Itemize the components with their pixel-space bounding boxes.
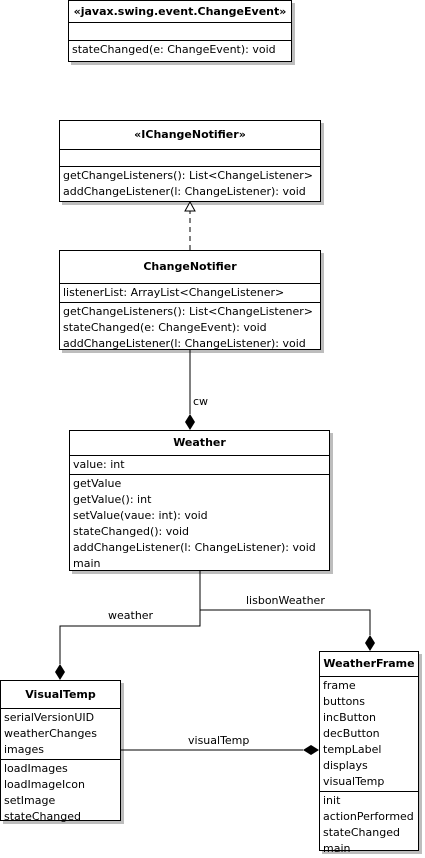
method: addChangeListener(l: ChangeListener): vo… (63, 185, 306, 198)
class-title: «IChangeNotifier» (134, 128, 246, 141)
method: setValue(vaue: int): void (73, 509, 208, 522)
attributes-section: value: int (70, 455, 329, 474)
realization-arrowhead (184, 200, 196, 212)
attribute: displays (323, 759, 368, 772)
method: getChangeListeners(): List<ChangeListene… (63, 169, 313, 182)
methods-section: init actionPerformed stateChanged main (320, 791, 418, 858)
methods-section: getChangeListeners(): List<ChangeListene… (60, 302, 320, 353)
method: loadImageIcon (4, 778, 85, 791)
lisbon-weather-label: lisbonWeather (246, 594, 325, 607)
attribute: listenerList: ArrayList<ChangeListener> (63, 286, 285, 299)
attributes-section (60, 149, 320, 166)
class-weather[interactable]: Weather value: int getValue getValue(): … (69, 430, 330, 571)
attributes-section: frame buttons incButton decButton tempLa… (320, 676, 418, 791)
method: getValue(): int (73, 493, 152, 506)
class-ichange-notifier[interactable]: «IChangeNotifier» getChangeListeners(): … (59, 120, 321, 202)
method: init (323, 794, 341, 807)
method: main (323, 842, 351, 855)
attributes-section (69, 22, 291, 40)
attribute: images (4, 743, 44, 756)
methods-section: stateChanged(e: ChangeEvent): void (69, 40, 291, 59)
class-change-event[interactable]: «javax.swing.event.ChangeEvent» stateCha… (68, 0, 292, 62)
class-title: «javax.swing.event.ChangeEvent» (73, 5, 287, 18)
method: stateChanged(e: ChangeEvent): void (72, 43, 276, 56)
cw-label: cw (193, 395, 208, 408)
weather-label: weather (108, 609, 154, 622)
methods-section: getValue getValue(): int setValue(vaue: … (70, 474, 329, 573)
method: addChangeListener(l: ChangeListener): vo… (63, 337, 306, 350)
lisbon-weather-association-line (200, 609, 371, 635)
cw-composition-diamond (185, 414, 195, 430)
attributes-section: serialVersionUID weatherChanges images (1, 708, 120, 759)
attribute: serialVersionUID (4, 711, 95, 724)
class-title: VisualTemp (25, 688, 96, 701)
class-visual-temp[interactable]: VisualTemp serialVersionUID weatherChang… (0, 680, 121, 823)
attribute: buttons (323, 695, 366, 708)
attribute: decButton (323, 727, 380, 740)
method: getValue (73, 477, 122, 490)
method: getChangeListeners(): List<ChangeListene… (63, 305, 313, 318)
attribute: visualTemp (323, 775, 385, 788)
method: addChangeListener(l: ChangeListener): vo… (73, 541, 316, 554)
class-title: WeatherFrame (323, 657, 415, 670)
lisbon-weather-composition-diamond (365, 635, 375, 651)
class-change-notifier[interactable]: ChangeNotifier listenerList: ArrayList<C… (59, 250, 321, 350)
attribute: value: int (73, 458, 125, 471)
attributes-section: listenerList: ArrayList<ChangeListener> (60, 283, 320, 302)
method: setImage (4, 794, 56, 807)
method: actionPerformed (323, 810, 414, 823)
attribute: frame (323, 679, 356, 692)
methods-section: loadImages loadImageIcon setImage stateC… (1, 759, 120, 826)
method: stateChanged (323, 826, 400, 839)
attribute: weatherChanges (4, 727, 97, 740)
visual-temp-composition-diamond (303, 745, 319, 755)
attribute: tempLabel (323, 743, 382, 756)
attribute: incButton (323, 711, 376, 724)
visual-temp-label: visualTemp (188, 734, 249, 747)
weather-association-line (59, 571, 201, 664)
method: main (73, 557, 101, 570)
methods-section: getChangeListeners(): List<ChangeListene… (60, 166, 320, 201)
method: stateChanged(e: ChangeEvent): void (63, 321, 267, 334)
method: loadImages (4, 762, 68, 775)
class-title: Weather (173, 436, 226, 449)
class-title: ChangeNotifier (143, 260, 237, 273)
method: stateChanged(): void (73, 525, 190, 538)
weather-composition-diamond (55, 664, 65, 680)
method: stateChanged (4, 810, 81, 823)
class-weather-frame[interactable]: WeatherFrame frame buttons incButton dec… (319, 651, 419, 855)
